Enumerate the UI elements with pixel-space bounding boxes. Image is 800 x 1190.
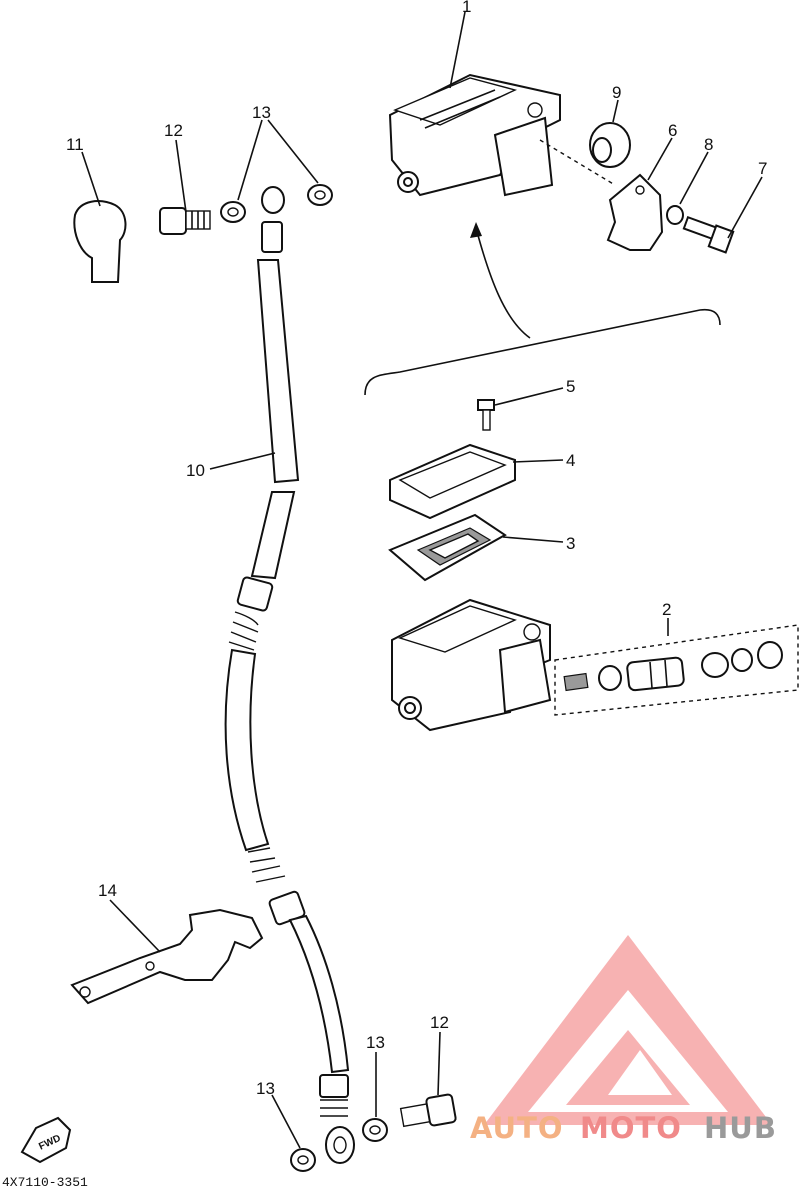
callout-10: 10 <box>186 461 205 480</box>
callout-5: 5 <box>566 377 575 396</box>
washer <box>666 205 684 225</box>
watermark-hub: HUB <box>704 1111 777 1145</box>
callout-2: 2 <box>662 600 671 619</box>
master-cylinder-body <box>391 598 552 732</box>
callout-labels: 1 2 3 4 5 6 7 8 9 10 11 12 13 14 12 13 1… <box>66 0 767 1098</box>
copper-washers-top <box>220 184 333 223</box>
copper-washer-bottom-right <box>362 1118 388 1142</box>
dust-seal <box>589 122 631 168</box>
diaphragm <box>388 513 507 582</box>
callout-11: 11 <box>66 135 84 154</box>
hose-guide-bracket <box>70 908 264 1005</box>
copper-washer-bottom-left <box>290 1148 316 1172</box>
callout-9: 9 <box>612 83 621 102</box>
handlebar-holder <box>606 173 664 251</box>
callout-7: 7 <box>758 159 767 178</box>
callout-14: 14 <box>98 881 117 900</box>
watermark-auto: AUTO <box>470 1111 564 1145</box>
clamp-bolt <box>682 215 735 254</box>
callout-12-top: 12 <box>164 121 183 140</box>
brake-hose <box>224 186 355 1164</box>
watermark-moto: MOTO <box>580 1111 682 1145</box>
piston-kit <box>554 624 799 716</box>
callout-13-bottom-left: 13 <box>256 1079 275 1098</box>
drawing-code: 4X7110-3351 <box>2 1175 88 1190</box>
assembly-arrow <box>475 227 531 339</box>
callout-13-top: 13 <box>252 103 271 122</box>
callout-8: 8 <box>704 135 713 154</box>
reservoir-cap <box>389 443 516 520</box>
callout-12-bottom: 12 <box>430 1013 449 1032</box>
union-bolt-bottom <box>399 1093 457 1128</box>
callout-3: 3 <box>566 534 575 553</box>
forward-arrow-icon: FWD <box>20 1116 72 1164</box>
callout-13-bottom-right: 13 <box>366 1033 385 1052</box>
union-bolt-top <box>159 207 211 235</box>
exploded-view-bracket <box>364 308 721 396</box>
callout-1: 1 <box>462 0 471 16</box>
leader-lines <box>81 11 763 1149</box>
callout-6: 6 <box>668 121 677 140</box>
watermark-logo <box>484 935 772 1125</box>
cap-screw <box>477 399 495 431</box>
banjo-cover <box>73 200 127 283</box>
master-cylinder-assembly <box>388 73 561 197</box>
callout-4: 4 <box>566 451 575 470</box>
watermark-text: AUTO MOTO HUB <box>470 1111 777 1145</box>
